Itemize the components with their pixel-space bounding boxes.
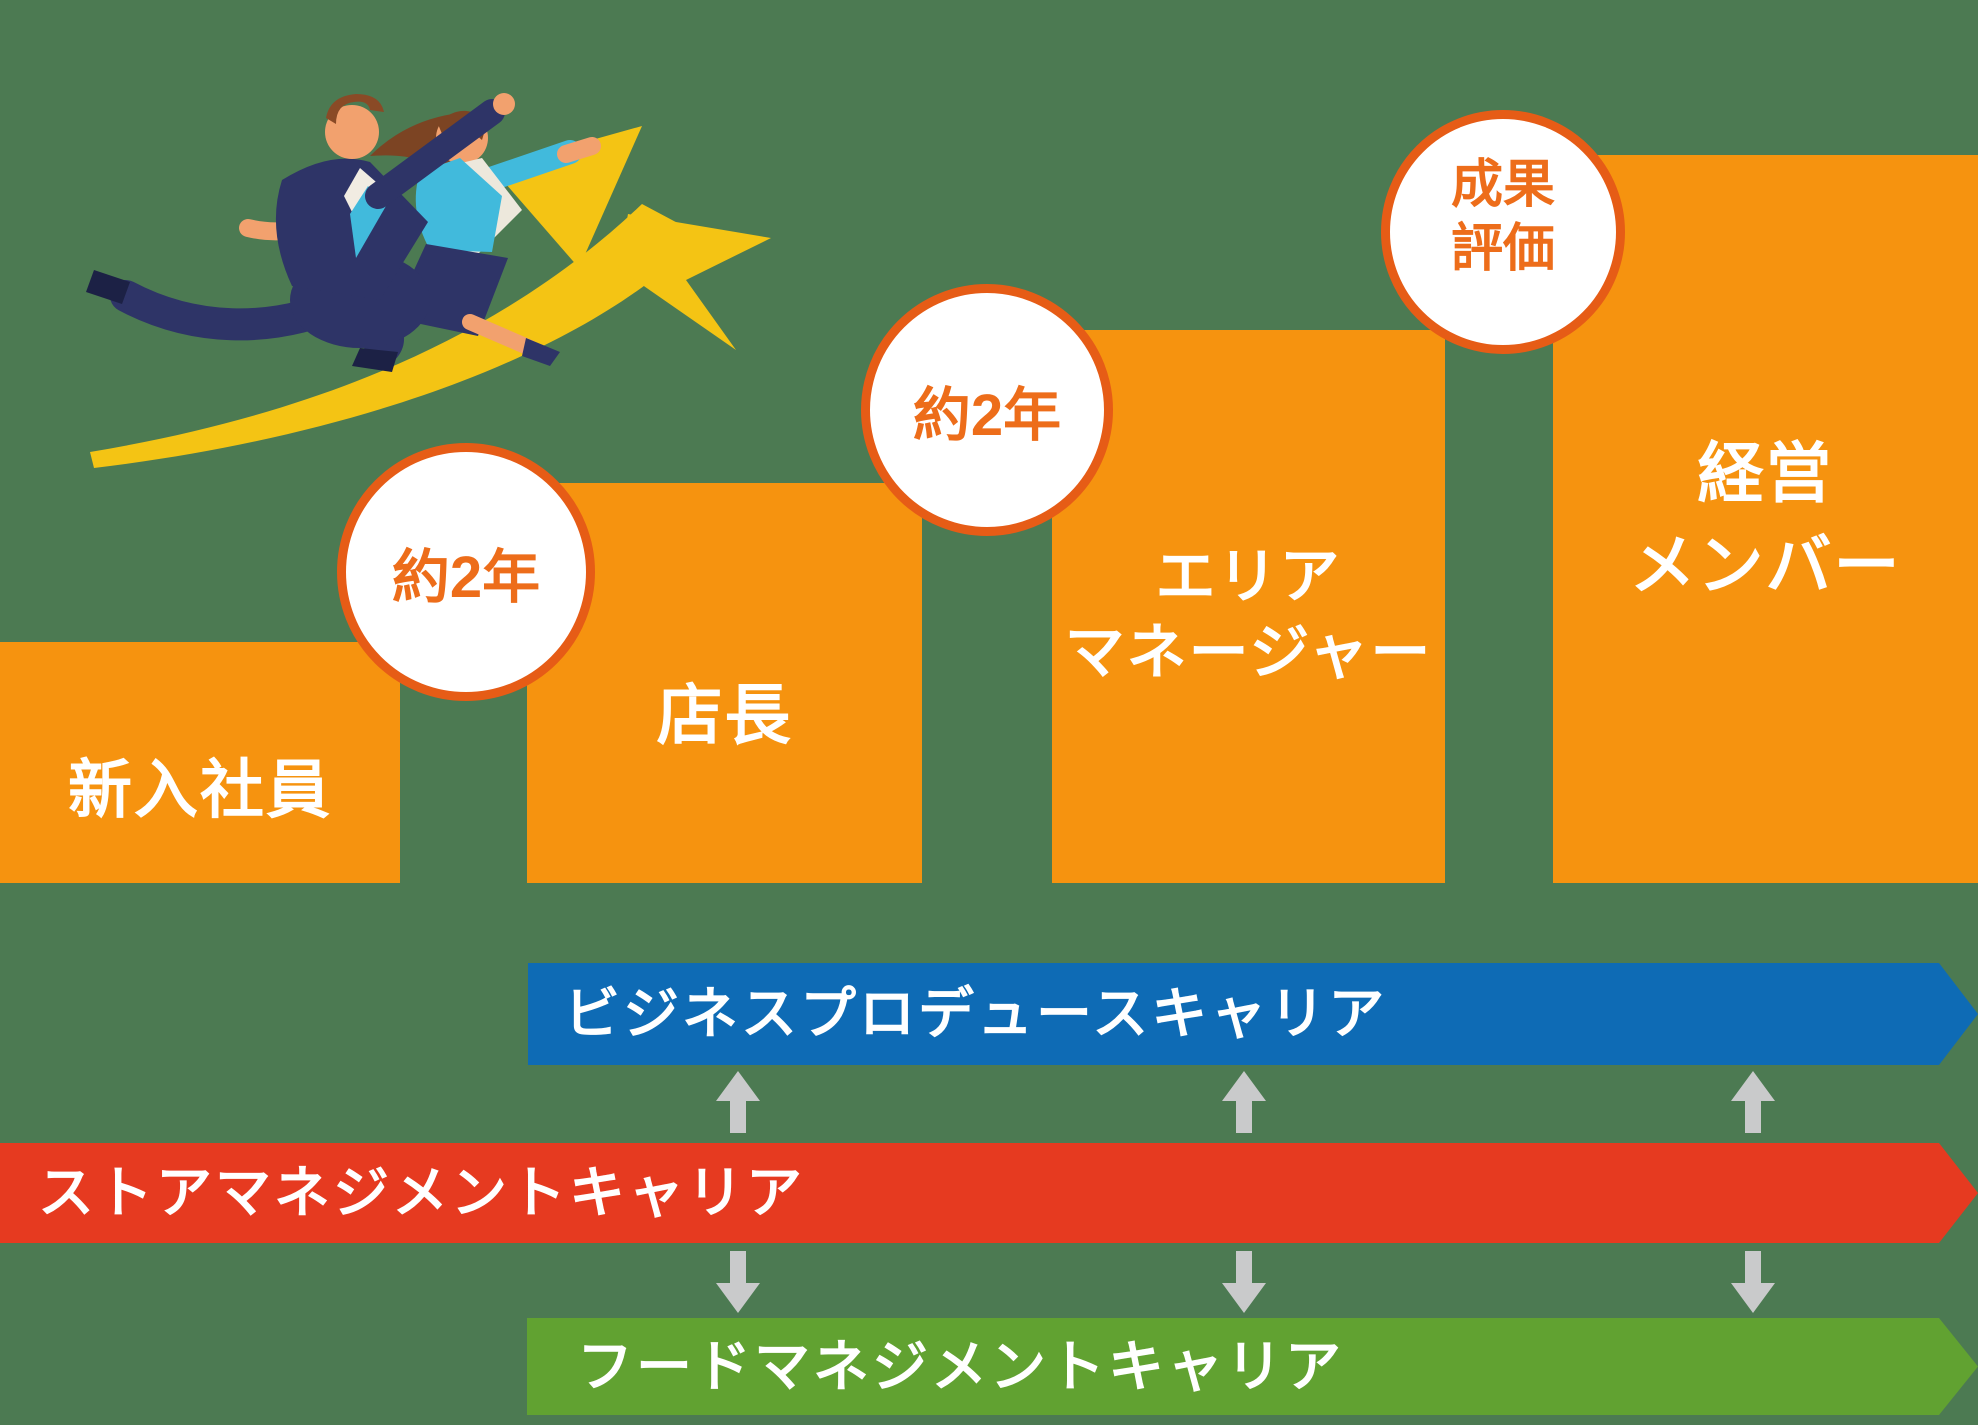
up-arrow-icon [1222, 1071, 1266, 1133]
track-food-management-career: フードマネジメントキャリア [527, 1318, 1978, 1415]
badge-label: 成果 評価 [1451, 153, 1555, 281]
badge-label-line: 成果 [1450, 156, 1555, 214]
step-label: エリア マネージャー [1052, 539, 1445, 691]
step-new-employee: 新入社員 [0, 642, 400, 883]
up-arrow-icon [1731, 1071, 1775, 1133]
step-label: 経営 メンバー [1553, 427, 1978, 611]
step-label: 新入社員 [0, 755, 400, 825]
track-business-produce-career: ビジネスプロデュースキャリア [528, 963, 1978, 1065]
badge-about-2-years-1: 約2年 [337, 443, 595, 701]
step-label-line: マネージャー [1064, 619, 1433, 686]
badge-label-line: 約2年 [912, 383, 1062, 448]
step-management-member: 経営 メンバー [1553, 155, 1978, 883]
track-label: ストアマネジメントキャリア [38, 1161, 805, 1224]
step-label-line: 新入社員 [68, 754, 332, 826]
badge-label-line: 評価 [1450, 220, 1555, 278]
down-arrow-icon [1222, 1251, 1266, 1313]
step-label: 店長 [527, 680, 922, 750]
badge-label: 約2年 [392, 530, 540, 614]
step-label-line: 経営 [1697, 436, 1834, 510]
badge-label: 約2年 [913, 368, 1061, 452]
badge-label-line: 約2年 [391, 545, 541, 610]
track-label: フードマネジメントキャリア [577, 1335, 1344, 1398]
badge-performance-evaluation: 成果 評価 [1381, 110, 1625, 354]
step-label-line: エリア [1155, 543, 1342, 610]
up-arrow-icon [716, 1071, 760, 1133]
step-label-line: メンバー [1629, 528, 1902, 602]
step-area-manager: エリア マネージャー [1052, 330, 1445, 883]
step-label-line: 店長 [656, 678, 793, 752]
track-store-management-career: ストアマネジメントキャリア [0, 1143, 1978, 1243]
track-label: ビジネスプロデュースキャリア [564, 982, 1388, 1045]
down-arrow-icon [1731, 1251, 1775, 1313]
down-arrow-icon [716, 1251, 760, 1313]
runners-growth-arrow-illustration [86, 93, 771, 468]
businessman-figure [86, 93, 515, 372]
badge-about-2-years-2: 約2年 [861, 284, 1113, 536]
